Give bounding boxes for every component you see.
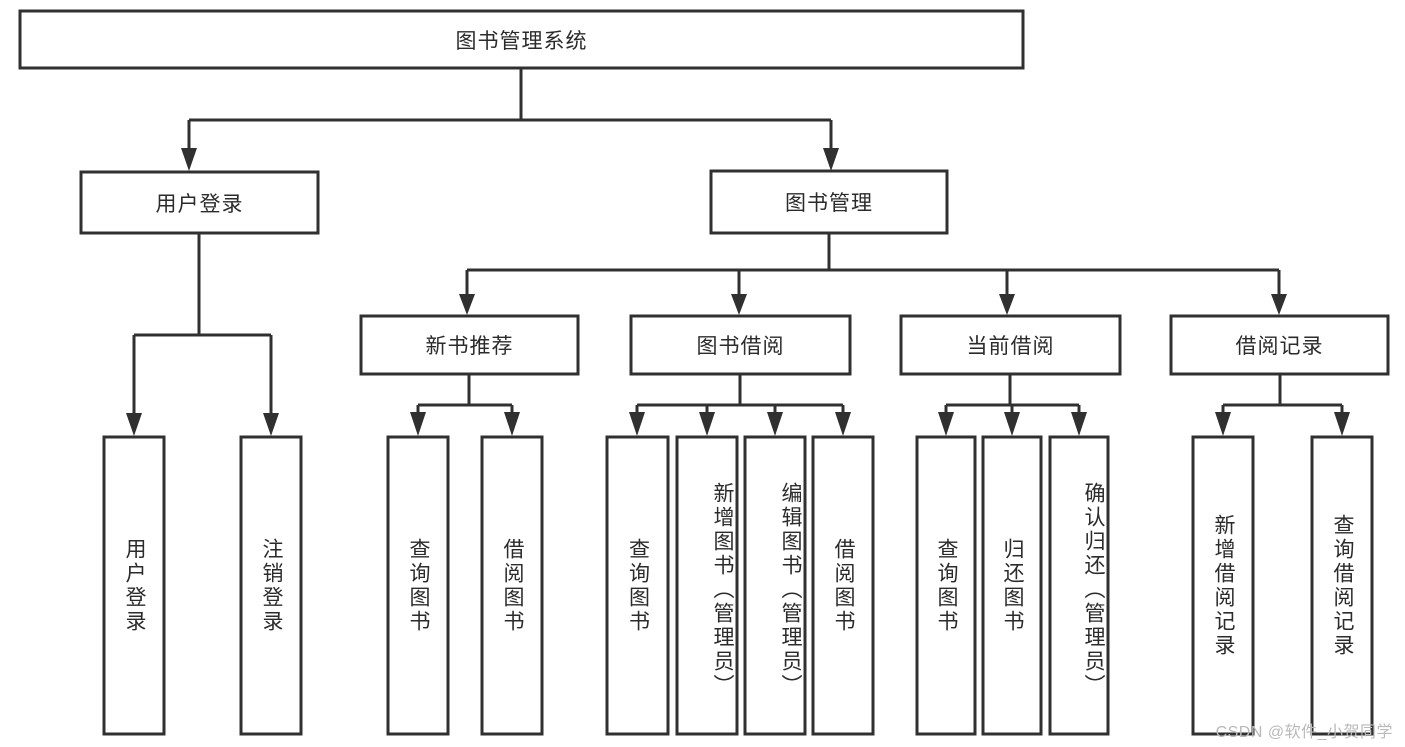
node-box-leaf-borrow-book-2[interactable]	[811, 435, 875, 736]
arrow-head-current-borrow	[999, 294, 1015, 315]
arrow-head-leaf-logout-login	[263, 413, 279, 436]
node-box-leaf-return-book[interactable]	[981, 435, 1043, 736]
arrow-head-new-book-recommend	[459, 294, 475, 315]
arrow-head-book-borrow	[731, 294, 747, 315]
node-box-leaf-query-book-2[interactable]	[605, 435, 670, 736]
csdn-watermark: CSDN @软件_小贺同学	[1215, 724, 1393, 741]
node-box-leaf-query-record[interactable]	[1310, 435, 1374, 736]
arrow-head-leaf-query-book-3	[938, 412, 954, 436]
node-box-book-manage[interactable]	[709, 169, 949, 235]
node-box-user-login[interactable]	[79, 170, 320, 235]
arrow-head-leaf-borrow-book-1	[504, 412, 520, 436]
node-box-book-borrow[interactable]	[629, 314, 852, 376]
node-box-leaf-query-book-3[interactable]	[915, 435, 977, 736]
connector-root-to-level2	[181, 68, 839, 171]
node-box-leaf-confirm-return[interactable]	[1048, 435, 1110, 736]
connector-book-borrow-to-leaves	[629, 374, 851, 436]
arrow-head-leaf-user-login	[126, 413, 142, 436]
arrow-head-leaf-return-book	[1004, 412, 1020, 436]
arrow-head-leaf-query-book-2	[629, 412, 645, 436]
node-box-leaf-add-record[interactable]	[1191, 435, 1255, 736]
arrow-head-leaf-add-record	[1215, 412, 1231, 436]
arrow-head-leaf-edit-book	[767, 412, 783, 436]
node-box-root[interactable]	[18, 9, 1025, 70]
node-box-leaf-add-book[interactable]	[675, 435, 739, 736]
arrow-head-leaf-confirm-return	[1071, 412, 1087, 436]
connector-book-manage-to-level3	[459, 233, 1287, 315]
connector-user-login-to-leaves	[126, 233, 279, 436]
arrow-head-leaf-query-book-1	[410, 412, 426, 436]
arrow-head-borrow-record	[1271, 294, 1287, 315]
node-box-leaf-edit-book[interactable]	[743, 435, 807, 736]
node-box-leaf-user-login[interactable]	[102, 435, 166, 736]
node-box-leaf-borrow-book-1[interactable]	[480, 435, 544, 736]
arrow-head-leaf-borrow-book-2	[835, 412, 851, 436]
node-box-leaf-query-book-1[interactable]	[386, 435, 450, 736]
connector-new-book-recommend-to-leaves	[410, 374, 520, 436]
node-box-current-borrow[interactable]	[899, 314, 1122, 376]
connector-current-borrow-to-leaves	[938, 374, 1087, 436]
arrow-head-leaf-add-book	[699, 412, 715, 436]
connector-borrow-record-to-leaves	[1215, 374, 1350, 436]
node-box-borrow-record[interactable]	[1169, 314, 1390, 376]
arrow-head-book-manage	[823, 148, 839, 171]
node-box-new-book-recommend[interactable]	[359, 314, 580, 376]
arrow-head-user-login	[181, 148, 197, 171]
node-box-leaf-logout-login[interactable]	[239, 435, 303, 736]
arrow-head-leaf-query-record	[1334, 412, 1350, 436]
